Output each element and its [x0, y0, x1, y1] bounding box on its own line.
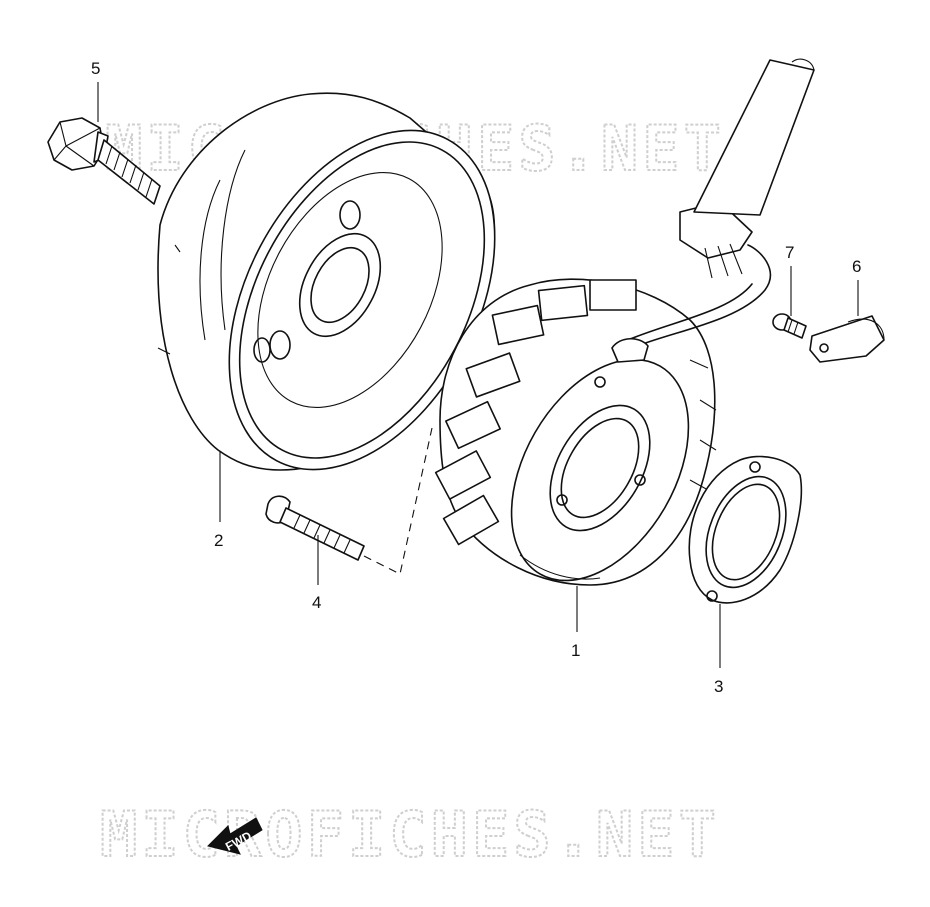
part-4-bolt[interactable]: [265, 495, 365, 561]
leader-lines: [97, 82, 859, 668]
part-7-screw[interactable]: [772, 313, 807, 339]
callout-2: 2: [214, 531, 223, 550]
part-6-clamp[interactable]: [809, 315, 885, 363]
part-3-gasket[interactable]: [688, 455, 803, 604]
callout-7: 7: [785, 243, 794, 262]
part-1-stator[interactable]: [434, 278, 725, 611]
callout-5: 5: [91, 59, 100, 78]
watermark-bottom: MICROFICHES.NET: [100, 798, 720, 871]
callout-1: 1: [571, 641, 580, 660]
part-2-rotor[interactable]: [157, 85, 549, 514]
callout-3: 3: [714, 677, 723, 696]
callout-4: 4: [312, 593, 321, 612]
wire-harness[interactable]: [611, 58, 815, 363]
part-5-flange-bolt[interactable]: [47, 117, 161, 205]
callout-6: 6: [852, 257, 861, 276]
